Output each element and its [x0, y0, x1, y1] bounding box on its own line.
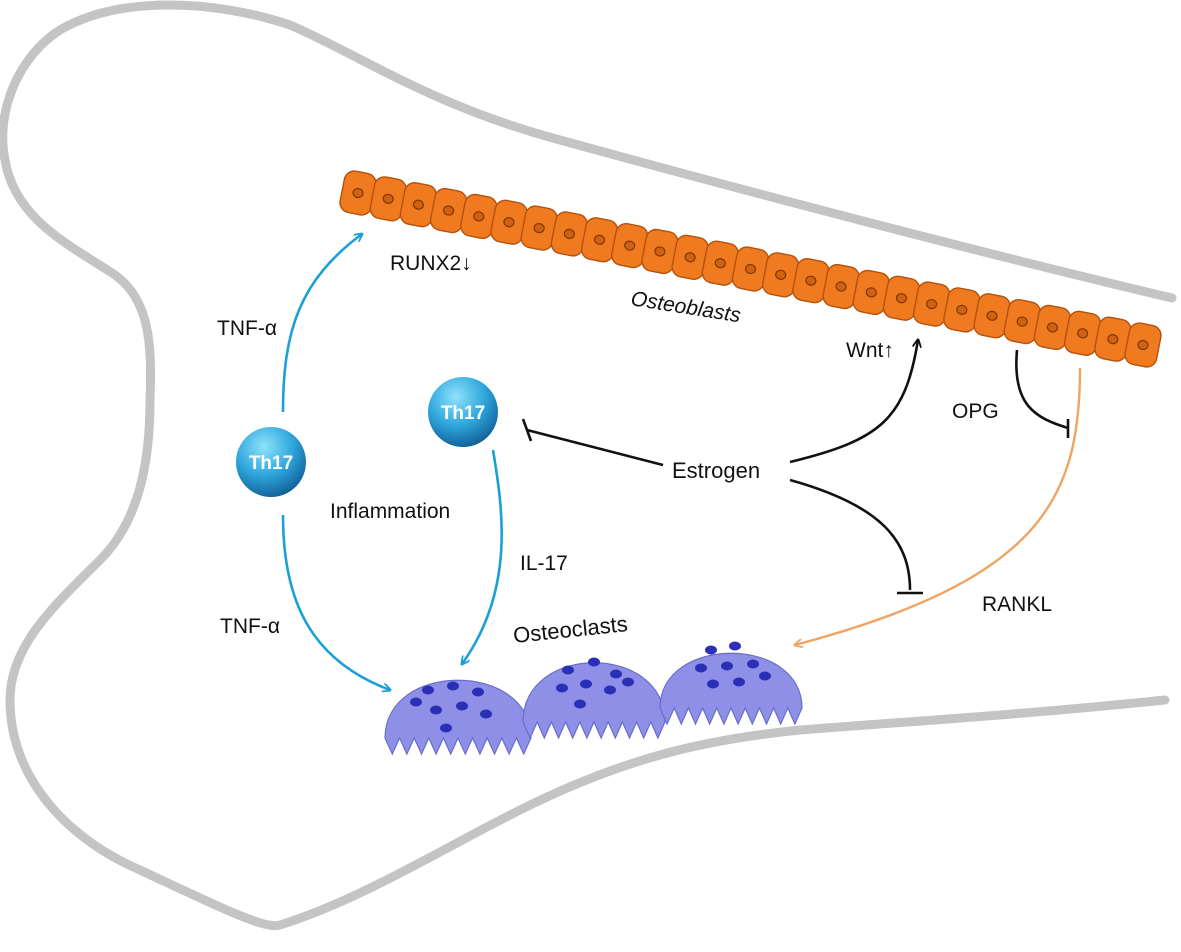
- osteoclast-nucleus: [456, 701, 468, 711]
- th17-cell-left: Th17: [236, 427, 306, 497]
- osteoblasts-label: Osteoblasts: [629, 287, 743, 327]
- osteoblast-cell: [520, 205, 558, 251]
- osteoclasts-label: Osteoclasts: [512, 611, 629, 648]
- osteoclast-nucleus: [430, 705, 442, 715]
- inflammation-label: Inflammation: [330, 500, 450, 523]
- osteoblast-cell: [399, 182, 438, 228]
- osteoblast-cell: [731, 246, 770, 292]
- estrogen-th17-inhibition-bar: [521, 418, 533, 442]
- osteoclast-cell: [522, 657, 666, 740]
- osteoclast-nucleus: [472, 687, 484, 697]
- wnt-label: Wnt↑: [846, 339, 894, 362]
- tnf-alpha-top-label: TNF-α: [217, 317, 277, 340]
- osteoblast-cell: [1124, 322, 1162, 368]
- estrogen-wnt-arrow: [789, 340, 918, 464]
- tnf-alpha-arrow-to-osteoclasts: [281, 514, 390, 690]
- osteoclast-cells: [384, 641, 803, 756]
- osteoclast-nucleus: [422, 685, 434, 695]
- osteoblast-cell: [973, 293, 1011, 339]
- osteoblast-cell: [1003, 298, 1041, 345]
- opg-label: OPG: [952, 400, 999, 423]
- estrogen-osteoclast-inhibition-line: [789, 478, 912, 591]
- osteoclast-nucleus: [622, 677, 634, 687]
- estrogen-th17-inhibition-line: [526, 428, 664, 467]
- osteoblast-cell: [641, 228, 679, 275]
- osteoblast-cell: [882, 275, 921, 321]
- rankl-label: RANKL: [982, 593, 1052, 616]
- opg-inhibition-line: [1015, 349, 1069, 430]
- il17-label: IL-17: [520, 552, 568, 575]
- osteoclast-nucleus: [588, 657, 600, 667]
- osteoclast-nucleus: [574, 699, 586, 709]
- osteoclast-nucleus: [759, 671, 771, 681]
- th17-left-label: Th17: [249, 453, 293, 474]
- osteoblast-cell: [550, 211, 589, 257]
- osteoclast-nucleus: [729, 641, 741, 651]
- osteoblast-cell: [1094, 316, 1132, 362]
- osteoblast-layer: [339, 170, 1162, 368]
- osteoblast-cell: [701, 240, 739, 286]
- osteoblast-cell: [912, 281, 951, 327]
- osteoblast-cell: [580, 217, 619, 263]
- runx2-label: RUNX2↓: [390, 252, 472, 275]
- osteoclast-nucleus: [440, 723, 452, 733]
- osteoclast-nucleus: [733, 677, 745, 687]
- osteoclast-nucleus: [705, 645, 717, 655]
- osteoclast-nucleus: [604, 685, 616, 695]
- osteoblast-cell: [943, 287, 981, 333]
- osteoclast-nucleus: [480, 709, 492, 719]
- osteoclast-nucleus: [447, 681, 459, 691]
- th17-cell-center: Th17: [428, 377, 498, 447]
- osteoclast-nucleus: [707, 679, 719, 689]
- osteoclast-nucleus: [562, 665, 574, 675]
- osteoclast-nucleus: [747, 659, 759, 669]
- il17-arrow: [462, 449, 503, 664]
- rankl-arrow: [795, 367, 1082, 645]
- osteoclast-nucleus: [410, 697, 422, 707]
- osteoclast-cell: [659, 641, 803, 726]
- osteoblast-cell: [369, 176, 407, 222]
- bone-outline: [0, 0, 1177, 931]
- osteoclast-nucleus: [695, 663, 707, 673]
- osteoclast-nucleus: [721, 661, 733, 671]
- tnf-alpha-bottom-label: TNF-α: [220, 615, 280, 638]
- osteoclast-nucleus: [580, 679, 592, 689]
- osteoclast-nucleus: [610, 669, 622, 679]
- osteoclast-cell: [384, 679, 532, 756]
- osteoclast-nucleus: [556, 683, 568, 693]
- osteoblast-cell: [762, 252, 800, 298]
- th17-center-label: Th17: [441, 403, 485, 424]
- tnf-alpha-arrow-to-osteoblasts: [281, 234, 362, 413]
- osteoblast-cell: [1033, 304, 1072, 351]
- estrogen-label: Estrogen: [672, 458, 760, 483]
